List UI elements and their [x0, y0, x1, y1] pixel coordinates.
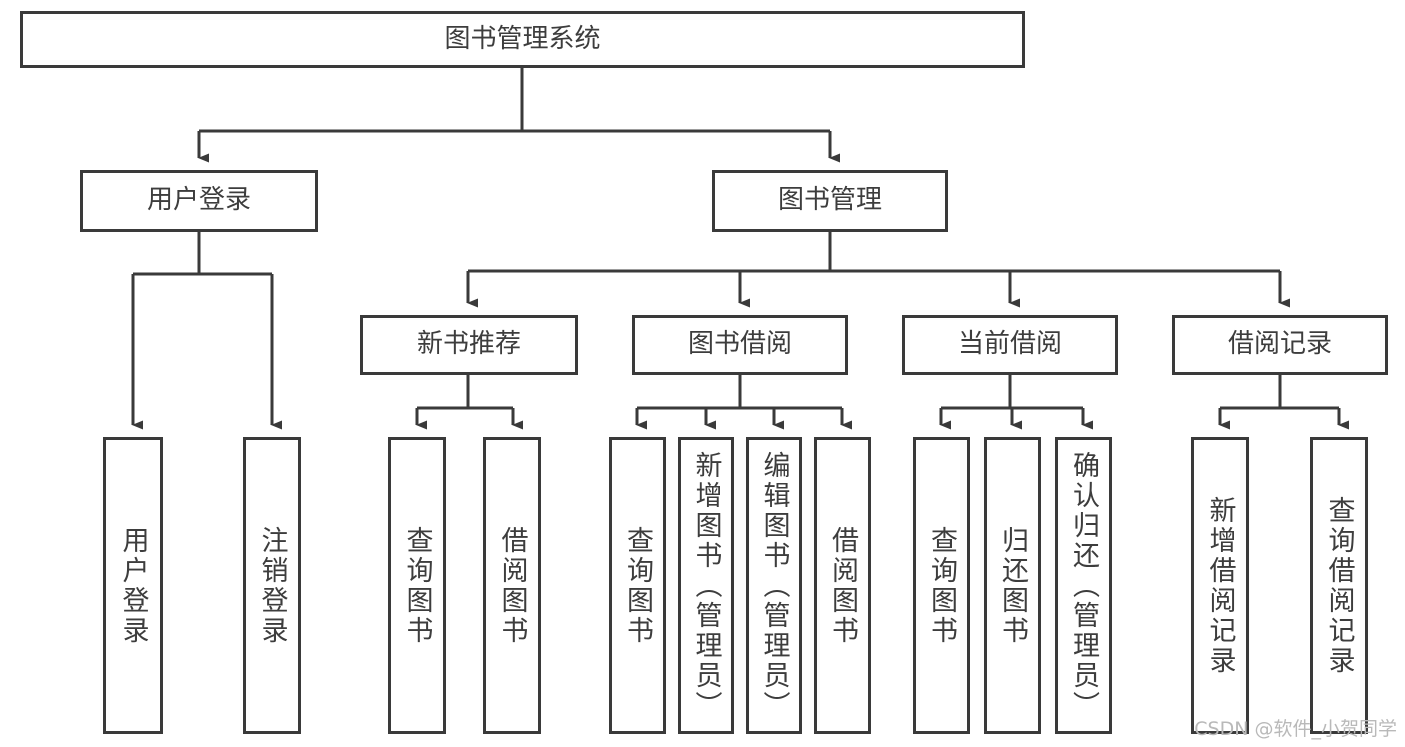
node-leaf-query-book-2[interactable]: 查询图书 — [609, 437, 666, 734]
node-leaf-logout-label: 注销登录 — [256, 525, 288, 646]
node-leaf-add-record[interactable]: 新增借阅记录 — [1191, 437, 1249, 734]
node-book-borrow-label: 图书借阅 — [687, 329, 792, 360]
node-borrow-record[interactable]: 借阅记录 — [1172, 315, 1388, 375]
node-new-book-recommend-label: 新书推荐 — [416, 329, 521, 360]
node-book-management-label: 图书管理 — [777, 185, 882, 216]
watermark-text: CSDN @软件_小贺同学 — [1194, 718, 1397, 740]
node-leaf-confirm-return[interactable]: 确认归还（管理员） — [1055, 437, 1112, 734]
node-leaf-confirm-return-label: 确认归还（管理员） — [1068, 450, 1099, 721]
node-leaf-return-book[interactable]: 归还图书 — [984, 437, 1041, 734]
node-leaf-query-book-3[interactable]: 查询图书 — [913, 437, 970, 734]
node-leaf-query-book-3-label: 查询图书 — [926, 525, 957, 646]
node-leaf-query-record[interactable]: 查询借阅记录 — [1310, 437, 1368, 734]
node-leaf-query-book-2-label: 查询图书 — [622, 525, 653, 646]
node-root-label: 图书管理系统 — [444, 23, 601, 54]
node-leaf-logout[interactable]: 注销登录 — [243, 437, 301, 734]
node-leaf-borrow-book-2[interactable]: 借阅图书 — [814, 437, 871, 734]
node-current-borrow-label: 当前借阅 — [957, 329, 1062, 360]
node-book-management[interactable]: 图书管理 — [712, 170, 948, 232]
node-leaf-borrow-book-1[interactable]: 借阅图书 — [483, 437, 541, 734]
node-leaf-query-book-1[interactable]: 查询图书 — [388, 437, 446, 734]
node-leaf-user-login-label: 用户登录 — [117, 525, 149, 646]
node-user-login[interactable]: 用户登录 — [80, 170, 318, 232]
node-leaf-query-record-label: 查询借阅记录 — [1323, 495, 1355, 676]
node-current-borrow[interactable]: 当前借阅 — [902, 315, 1118, 375]
node-new-book-recommend[interactable]: 新书推荐 — [360, 315, 578, 375]
node-leaf-edit-book-label: 编辑图书（管理员） — [758, 450, 790, 721]
node-leaf-add-record-label: 新增借阅记录 — [1204, 495, 1236, 676]
node-leaf-query-book-1-label: 查询图书 — [401, 525, 433, 646]
node-leaf-add-book-label: 新增图书（管理员） — [690, 450, 722, 721]
node-root[interactable]: 图书管理系统 — [20, 11, 1025, 68]
node-leaf-user-login[interactable]: 用户登录 — [103, 437, 163, 734]
node-leaf-edit-book[interactable]: 编辑图书（管理员） — [746, 437, 802, 734]
node-leaf-return-book-label: 归还图书 — [997, 525, 1028, 646]
node-book-borrow[interactable]: 图书借阅 — [632, 315, 848, 375]
node-borrow-record-label: 借阅记录 — [1227, 329, 1332, 360]
node-leaf-borrow-book-1-label: 借阅图书 — [496, 525, 528, 646]
node-leaf-borrow-book-2-label: 借阅图书 — [827, 525, 858, 646]
node-leaf-add-book[interactable]: 新增图书（管理员） — [678, 437, 734, 734]
node-user-login-label: 用户登录 — [146, 185, 251, 216]
